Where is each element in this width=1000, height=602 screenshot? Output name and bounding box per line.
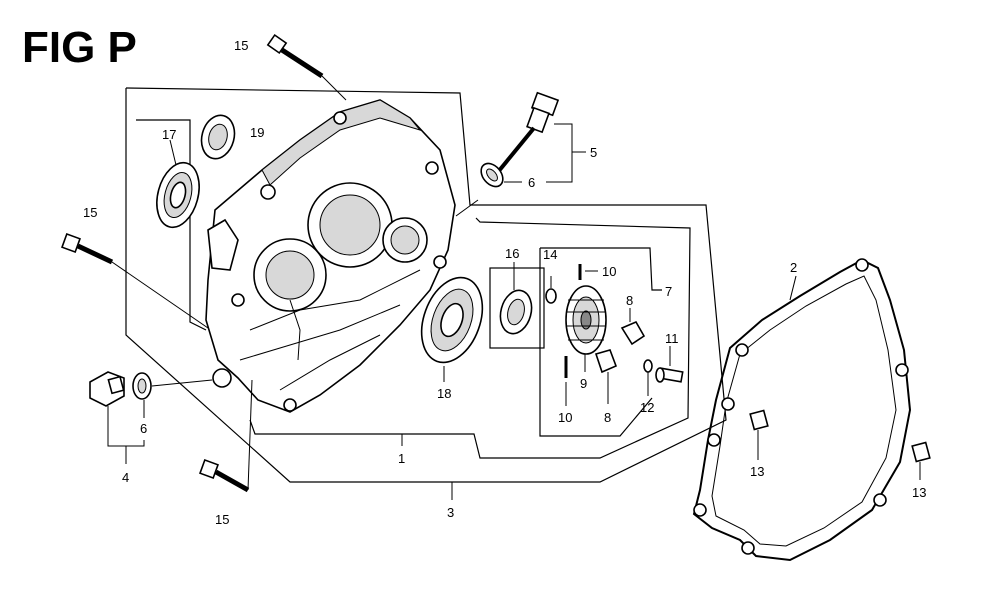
- bracket-5: [546, 123, 586, 183]
- callout-label: 19: [250, 125, 264, 140]
- shaft-11: [655, 367, 684, 383]
- washer-14: [545, 288, 557, 304]
- washer-12: [643, 359, 653, 373]
- leader-line: [151, 379, 213, 387]
- gasket-2: [692, 258, 912, 562]
- callout-label: 2: [790, 260, 797, 275]
- oil-level-gauge-5: [496, 91, 560, 174]
- drain-plug-4: [89, 371, 125, 407]
- callout-label: 5: [590, 145, 597, 160]
- group-frame-1: [136, 119, 691, 459]
- callout-label: 15: [234, 38, 248, 53]
- governor-gear-9: [565, 285, 607, 355]
- callout-label: 16: [505, 246, 519, 261]
- dowel-pin-13-right: [911, 441, 931, 463]
- o-ring-6-top: [480, 162, 504, 188]
- governor-weight-8-top: [620, 320, 646, 346]
- leader-line: [321, 75, 347, 101]
- callout-label: 9: [580, 376, 587, 391]
- callout-label: 13: [912, 485, 926, 500]
- callout-label: 4: [122, 470, 129, 485]
- callout-label: 6: [528, 175, 535, 190]
- callout-label: 10: [602, 264, 616, 279]
- group-frame-7: [539, 247, 662, 437]
- figure-title: FIG P: [22, 23, 137, 72]
- flange-bolt-left: [61, 233, 114, 265]
- callout-label: 13: [750, 464, 764, 479]
- governor-weight-8-bottom: [594, 349, 618, 374]
- callout-label: 8: [626, 293, 633, 308]
- callout-label: 18: [437, 386, 451, 401]
- callout-labels: 15 17 19 15 5 6 16 14 10 7 8 11 9 12 10 …: [83, 38, 926, 527]
- oil-seal-16: [499, 289, 533, 335]
- callout-label: 7: [665, 284, 672, 299]
- callout-label: 12: [640, 400, 654, 415]
- callout-label: 3: [447, 505, 454, 520]
- oil-seal-19: [200, 114, 236, 160]
- callout-label: 15: [215, 512, 229, 527]
- bracket-4: [107, 406, 145, 464]
- flange-bolt-top: [266, 33, 324, 79]
- callout-label: 14: [543, 247, 557, 262]
- callout-label: 17: [162, 127, 176, 142]
- bearing-17: [156, 161, 200, 229]
- callout-label: 8: [604, 410, 611, 425]
- group-frame-3: [125, 87, 727, 483]
- leader-line: [169, 139, 177, 166]
- leader-line: [455, 199, 479, 217]
- crankcase-cover: [205, 99, 456, 413]
- dowel-pin-13-left: [749, 409, 769, 431]
- callout-label: 1: [398, 451, 405, 466]
- o-ring-6-bottom: [132, 372, 152, 400]
- leader-line: [247, 379, 253, 491]
- group-frame-16: [489, 267, 545, 349]
- callout-label: 15: [83, 205, 97, 220]
- bearing-18: [420, 276, 484, 364]
- leader-line: [111, 261, 209, 329]
- callout-label: 11: [665, 331, 679, 346]
- callout-label: 6: [140, 421, 147, 436]
- flange-bolt-bottom: [199, 459, 250, 493]
- leader-line: [789, 275, 797, 301]
- callout-label: 10: [558, 410, 572, 425]
